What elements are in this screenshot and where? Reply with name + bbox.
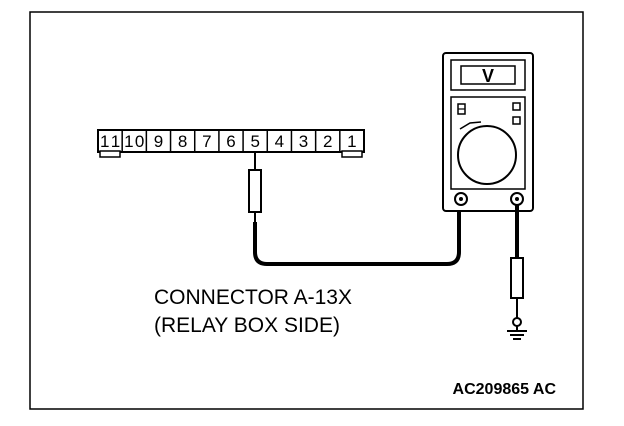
pin-9-label: 9: [154, 132, 163, 151]
connector-lock-right: [341, 150, 363, 158]
pin-7-label: 7: [202, 132, 211, 151]
connector-side-label: (RELAY BOX SIDE): [154, 314, 340, 337]
pin-3-label: 3: [299, 132, 308, 151]
figure-code: AC209865 AC: [453, 381, 557, 398]
pin-4-label: 4: [275, 132, 284, 151]
ground-contact: [512, 317, 522, 327]
pin-8-label: 8: [178, 132, 187, 151]
meter-rotary-dial: [457, 125, 517, 185]
pin-10-label: 10: [124, 132, 144, 151]
connector-body: [97, 129, 365, 153]
test-lead-positive: [253, 202, 461, 266]
dial-pointer-arc: [459, 121, 482, 130]
ground-symbol-icon: [507, 330, 527, 340]
ground-lead: [507, 205, 527, 340]
pin-6-label: 6: [226, 132, 235, 151]
pin-2-label: 2: [323, 132, 332, 151]
ground-probe-handle: [510, 257, 524, 299]
pin-11-label: 11: [100, 132, 120, 151]
connector-lock-left: [99, 150, 121, 158]
meter-indicator-top: [512, 102, 521, 111]
meter-indicator-bottom: [512, 116, 521, 125]
pin-probe: [248, 152, 262, 222]
pin-5-label: 5: [250, 132, 259, 151]
multimeter: V: [442, 52, 534, 212]
meter-mode-label: V: [482, 66, 494, 86]
connector-name-label: CONNECTOR A-13X: [154, 286, 352, 309]
diagram-border: [29, 11, 584, 410]
pin-1-label: 1: [347, 132, 356, 151]
meter-display: [460, 65, 516, 85]
probe-handle: [248, 169, 262, 213]
